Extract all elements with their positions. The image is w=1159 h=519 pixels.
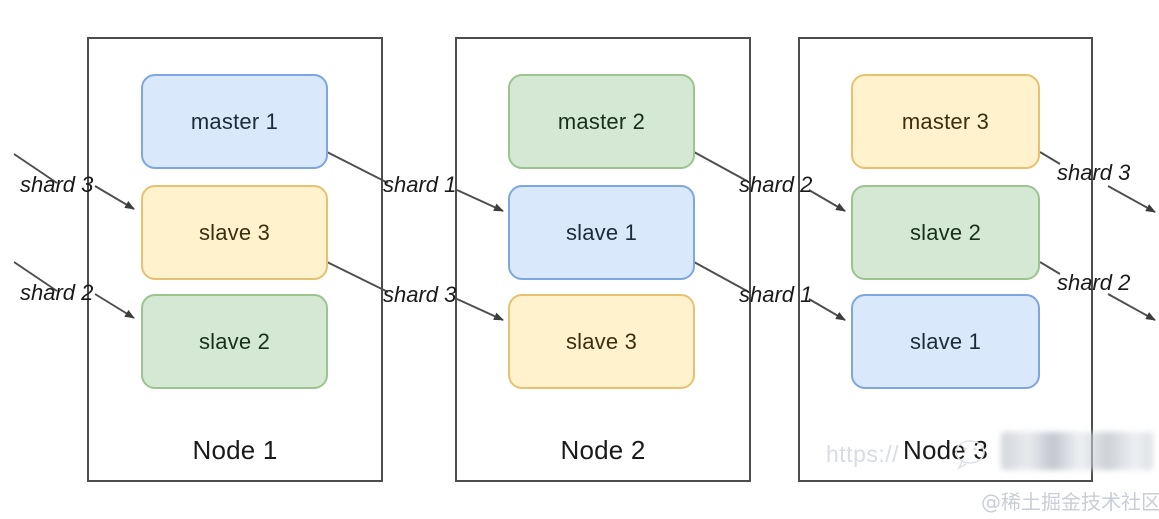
wechat-icon	[955, 440, 985, 470]
edge-label-mid2-lower: shard 1	[739, 282, 813, 307]
node-label-node2: Node 2	[560, 435, 646, 465]
edge-left-lower-stub	[13, 261, 58, 292]
node-label-node3: Node 3	[902, 435, 989, 465]
box-master-2[interactable]: master 2	[508, 74, 695, 169]
node-label-node1: Node 1	[192, 435, 278, 465]
box-slave-1-node3[interactable]: slave 1	[851, 294, 1040, 389]
edge-label-right-upper: shard 3	[1057, 160, 1131, 185]
box-slave-2-node3[interactable]: slave 2	[851, 185, 1040, 280]
box-master-3[interactable]: master 3	[851, 74, 1040, 169]
edge-label-mid1-lower: shard 3	[383, 282, 457, 307]
edge-left-upper-arrow	[94, 185, 135, 210]
edge-shard2-in	[808, 189, 846, 212]
box-master-1[interactable]: master 1	[141, 74, 328, 169]
edge-shard2-out	[693, 151, 748, 182]
edge-left-upper-stub	[13, 153, 58, 184]
edge-shard1-mid-out	[693, 261, 748, 292]
watermark-redaction	[1001, 432, 1153, 470]
edge-label-mid1-upper: shard 1	[383, 172, 457, 197]
edge-shard3-mid-out	[326, 261, 389, 293]
watermark-url: https://	[826, 441, 900, 467]
edge-label-mid2-upper: shard 2	[739, 172, 813, 197]
edge-label-right-lower: shard 2	[1057, 270, 1131, 295]
edge-shard3-right-out	[1039, 151, 1061, 165]
box-slave-3-node2[interactable]: slave 3	[508, 294, 695, 389]
watermark-credit: @稀土掘金技术社区	[981, 490, 1159, 514]
edge-label-left-upper: shard 3	[20, 172, 94, 197]
node-frame-node2	[455, 37, 751, 482]
edge-shard2-right-out	[1039, 261, 1061, 275]
edge-shard1-mid-in	[808, 298, 846, 321]
edge-shard3-mid-in	[456, 298, 504, 321]
edge-shard1-in	[456, 189, 504, 212]
box-slave-2-node1[interactable]: slave 2	[141, 294, 328, 389]
edge-left-lower-arrow	[94, 293, 135, 319]
box-slave-3-node1[interactable]: slave 3	[141, 185, 328, 280]
node-frame-node1	[87, 37, 383, 482]
box-slave-1-node2[interactable]: slave 1	[508, 185, 695, 280]
edge-shard1-out	[326, 151, 389, 184]
edge-label-left-lower: shard 2	[20, 280, 94, 305]
edge-shard2-right-arrow	[1107, 293, 1156, 321]
edge-shard3-right-arrow	[1107, 185, 1156, 213]
node-frame-node3	[798, 37, 1093, 482]
